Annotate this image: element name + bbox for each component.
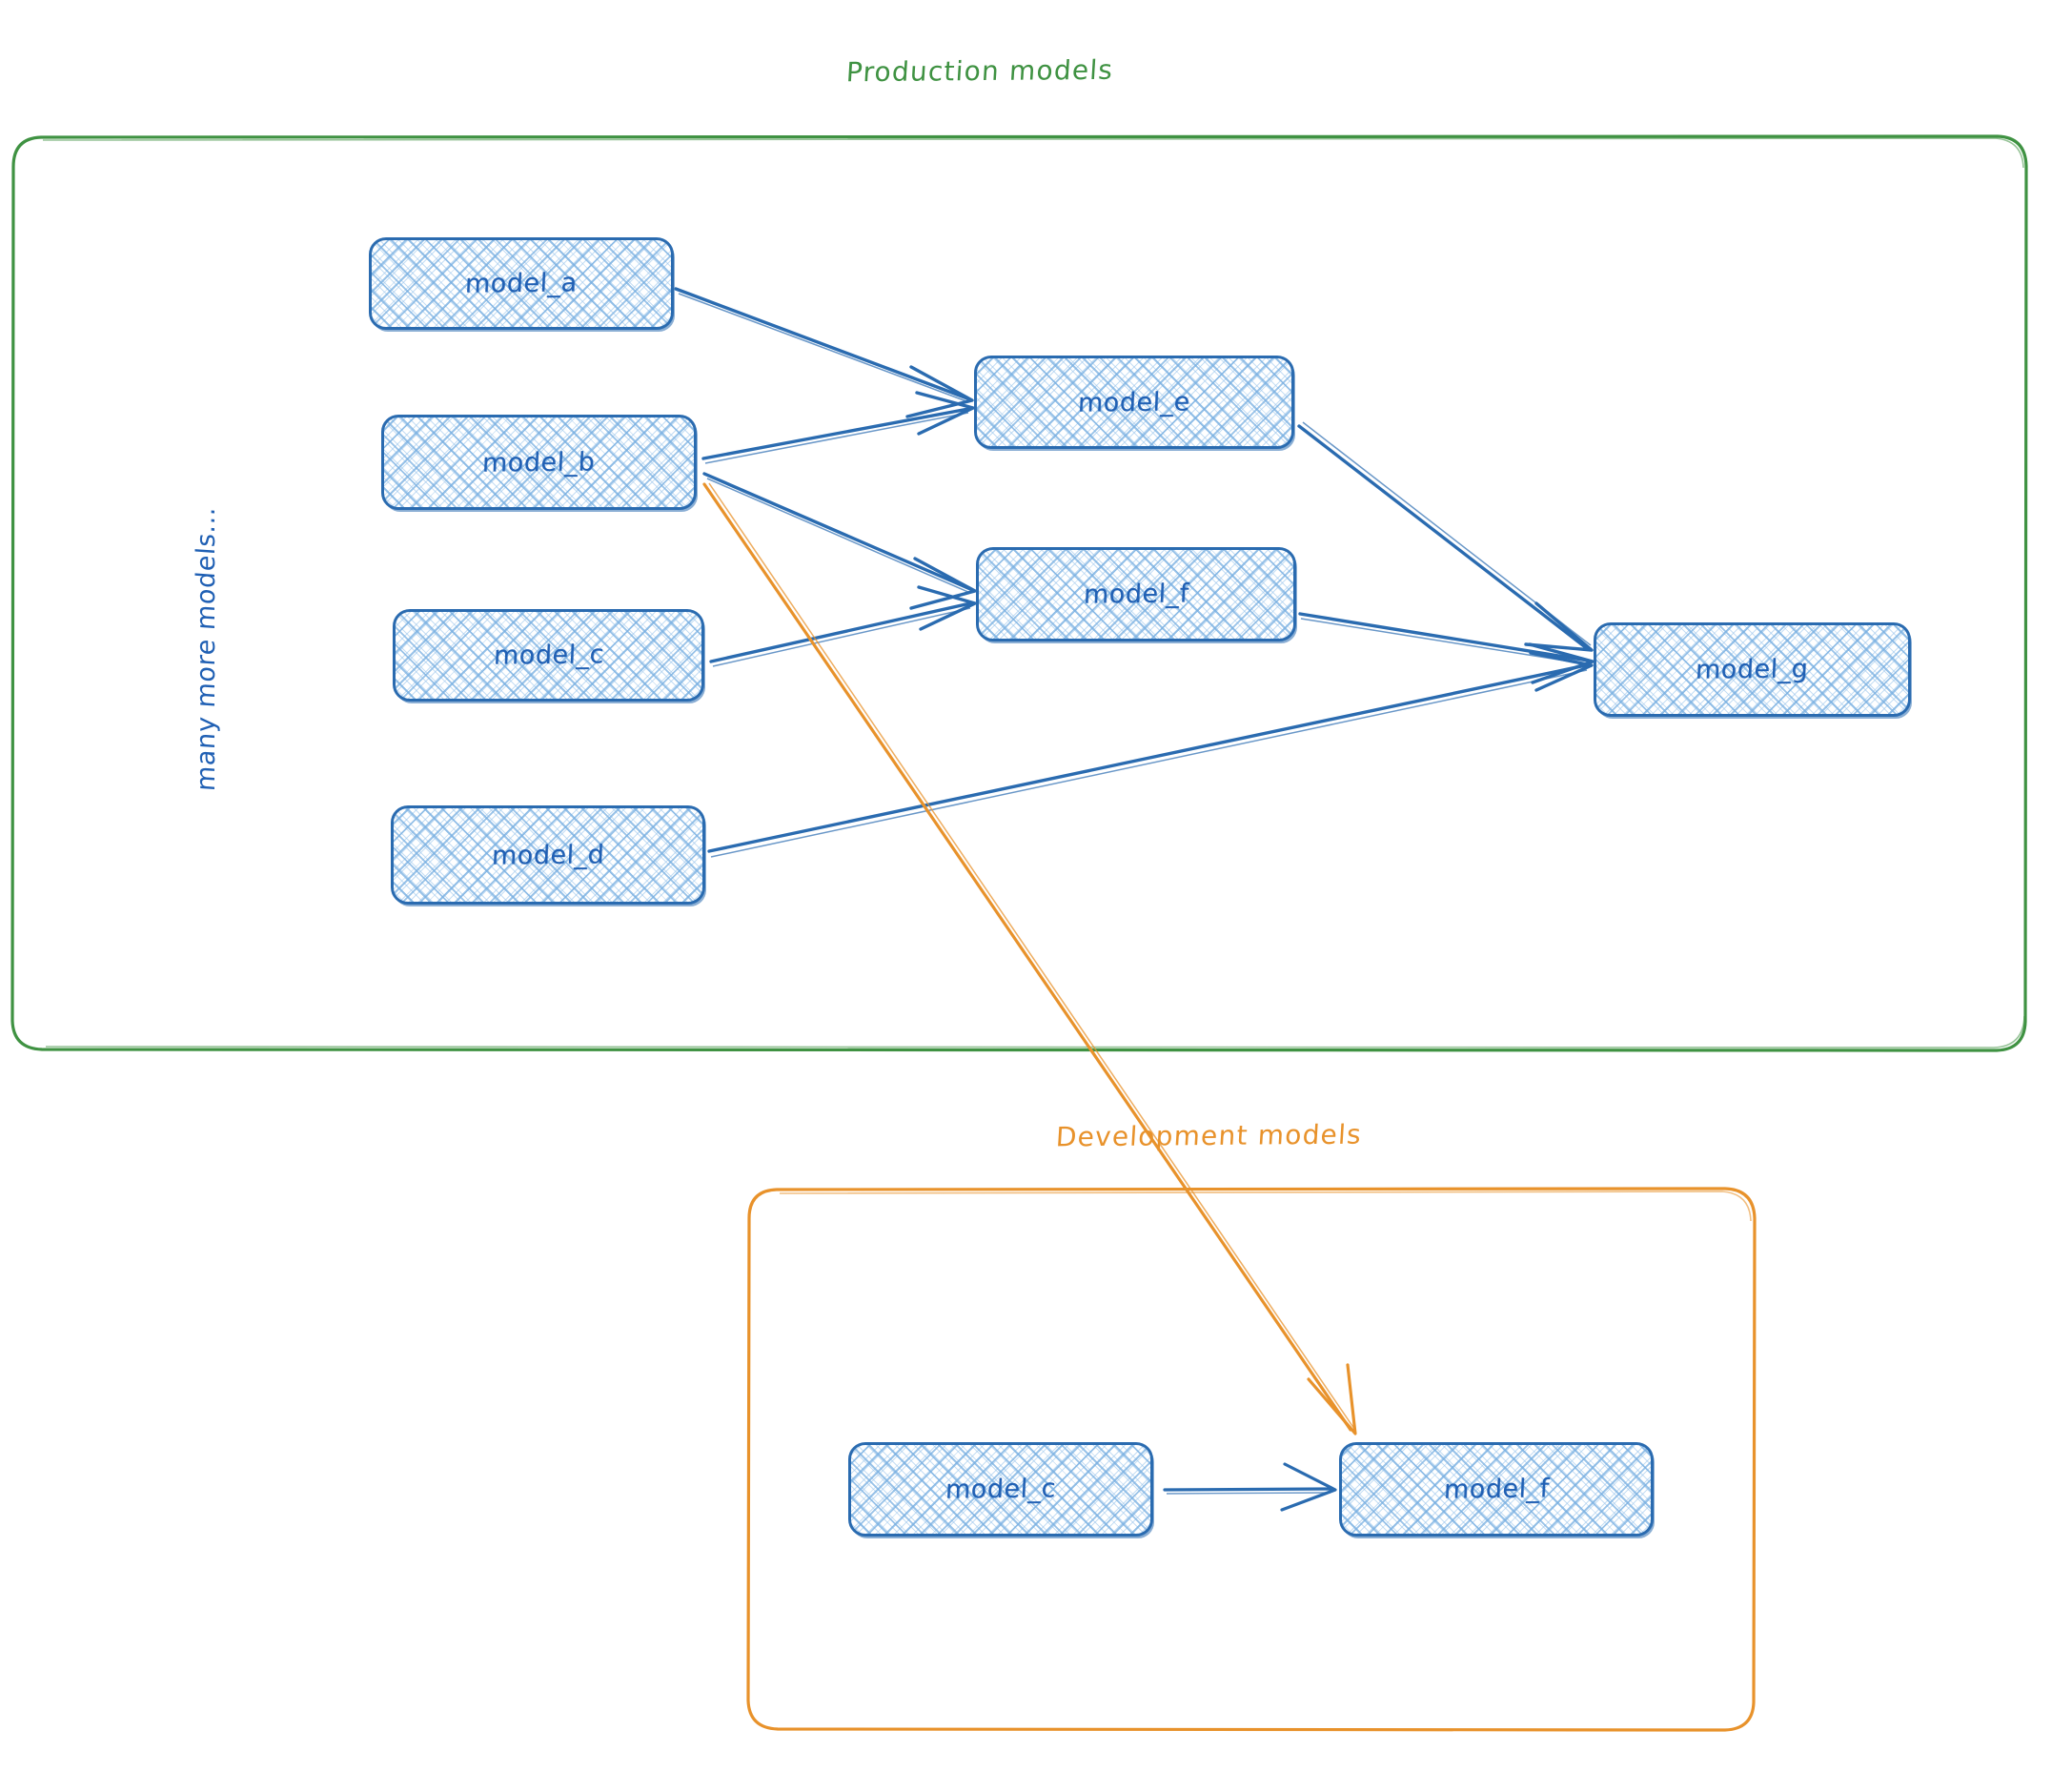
node-label: model_a [464, 268, 579, 299]
annotation-many-more-models: many more models... [192, 505, 221, 792]
edge-d-to-g [707, 651, 1594, 858]
group-production-border [10, 134, 2028, 1052]
group-title-production: Production models [844, 53, 1115, 89]
node-label: model_c [492, 640, 605, 671]
node-prod-model-e[interactable]: model_e [974, 356, 1294, 449]
node-label: model_c [945, 1474, 1057, 1505]
node-dev-model-f[interactable]: model_f [1339, 1442, 1654, 1537]
node-prod-model-d[interactable]: model_d [391, 805, 705, 905]
group-title-development: Development models [1054, 1118, 1363, 1153]
edge-devc-to-devf [1163, 1462, 1337, 1512]
edge-a-to-e [674, 287, 974, 418]
node-label: model_f [1443, 1474, 1550, 1505]
node-label: model_e [1077, 386, 1191, 418]
node-dev-model-c[interactable]: model_c [848, 1442, 1153, 1537]
node-prod-model-a[interactable]: model_a [369, 237, 674, 330]
edge-f-to-g [1298, 612, 1595, 684]
node-label: model_b [481, 446, 597, 478]
node-prod-model-f[interactable]: model_f [976, 547, 1296, 641]
node-label: model_g [1695, 654, 1810, 685]
edge-b-to-e [701, 391, 975, 464]
node-label: model_f [1083, 579, 1189, 610]
edge-e-to-g [1297, 421, 1594, 652]
node-prod-model-b[interactable]: model_b [381, 415, 697, 510]
node-prod-model-g[interactable]: model_g [1594, 622, 1911, 717]
node-label: model_d [491, 839, 605, 871]
edge-c-to-f [709, 585, 977, 667]
node-prod-model-c[interactable]: model_c [393, 609, 704, 702]
edge-b-to-dev-f [702, 482, 1357, 1435]
group-development-border [746, 1187, 1757, 1732]
edge-b-to-f [702, 472, 977, 610]
